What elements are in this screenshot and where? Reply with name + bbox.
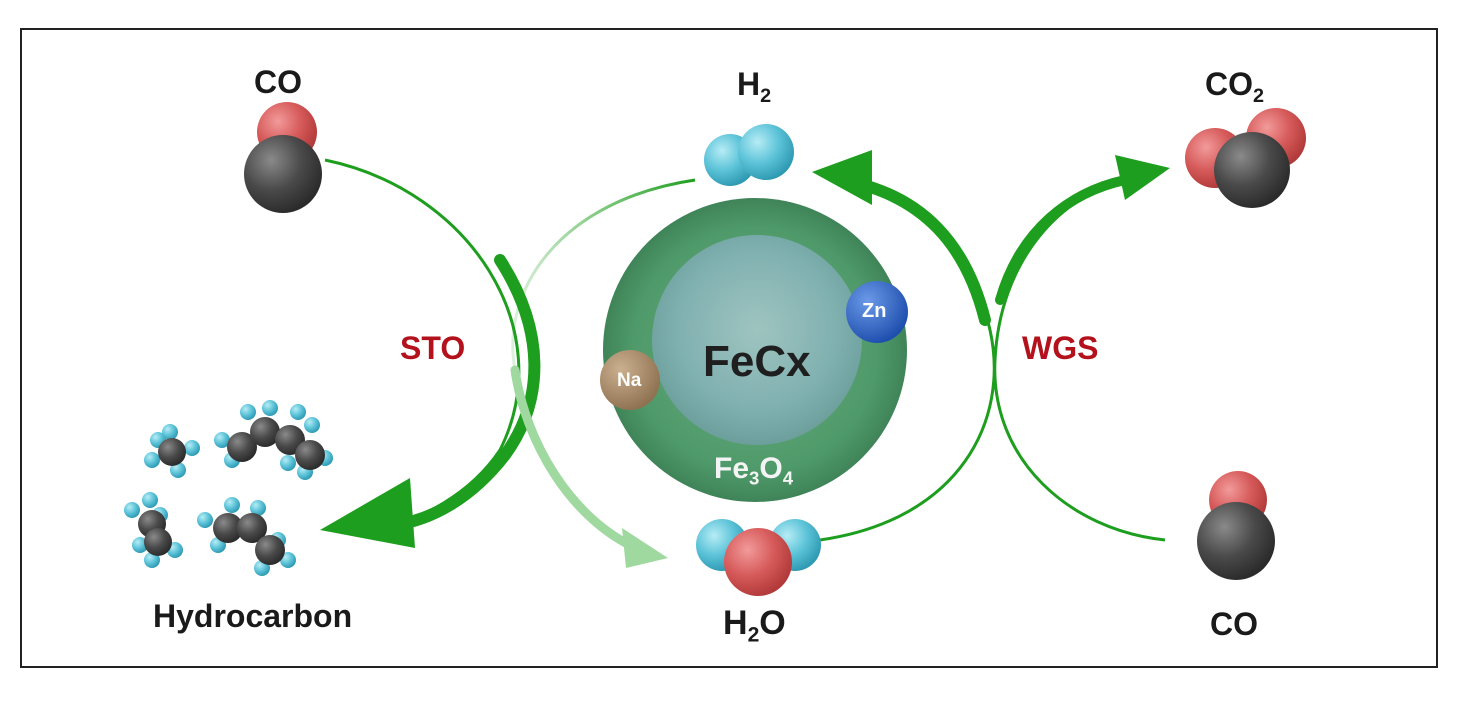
h2o-molecule	[696, 519, 821, 596]
label-fe3o4-o: O	[759, 452, 783, 485]
label-fecx: FeCx	[703, 337, 811, 386]
label-h2: H2	[737, 66, 771, 108]
h2-consumption-arc	[510, 178, 696, 568]
co-molecule-top-left	[244, 102, 322, 213]
label-co2-base: CO	[1205, 66, 1253, 102]
label-h2o-sub: 2	[747, 623, 760, 647]
label-co2: CO2	[1205, 66, 1264, 108]
label-co2-sub: 2	[1253, 84, 1265, 107]
label-fe3o4: Fe3O4	[714, 452, 793, 490]
label-zn: Zn	[862, 300, 887, 322]
chain-molecule-top	[214, 400, 333, 480]
hydrocarbon-molecules	[124, 400, 333, 576]
fecx-core	[652, 235, 862, 445]
catalyst-particle	[600, 198, 908, 502]
label-wgs: WGS	[1022, 330, 1099, 366]
label-h2o-base: H	[723, 604, 748, 642]
methane-molecule	[144, 424, 200, 478]
label-h2-base: H	[737, 66, 761, 102]
na-promoter	[600, 350, 660, 410]
label-h2o: H2O	[723, 604, 786, 647]
label-sto: STO	[400, 330, 466, 366]
label-hydrocarbon: Hydrocarbon	[153, 598, 353, 634]
label-co-bottom-right: CO	[1210, 606, 1258, 642]
label-h2-sub: 2	[760, 84, 772, 107]
sto-arrow	[320, 158, 541, 548]
label-na: Na	[617, 370, 642, 391]
co2-molecule	[1185, 108, 1306, 208]
label-fe3o4-fe: Fe	[714, 452, 750, 485]
wgs-arrow	[812, 150, 1170, 542]
co-molecule-bottom-right	[1197, 471, 1275, 580]
zn-promoter	[846, 281, 908, 343]
label-h2o-tail: O	[759, 604, 786, 642]
chain-molecule-bottom	[197, 497, 296, 576]
label-fe3o4-sub4: 4	[782, 467, 794, 489]
h2-molecule	[704, 124, 794, 186]
label-fe3o4-sub3: 3	[749, 467, 760, 489]
label-co-top-left: CO	[254, 64, 302, 100]
ethane-molecule	[124, 492, 183, 568]
